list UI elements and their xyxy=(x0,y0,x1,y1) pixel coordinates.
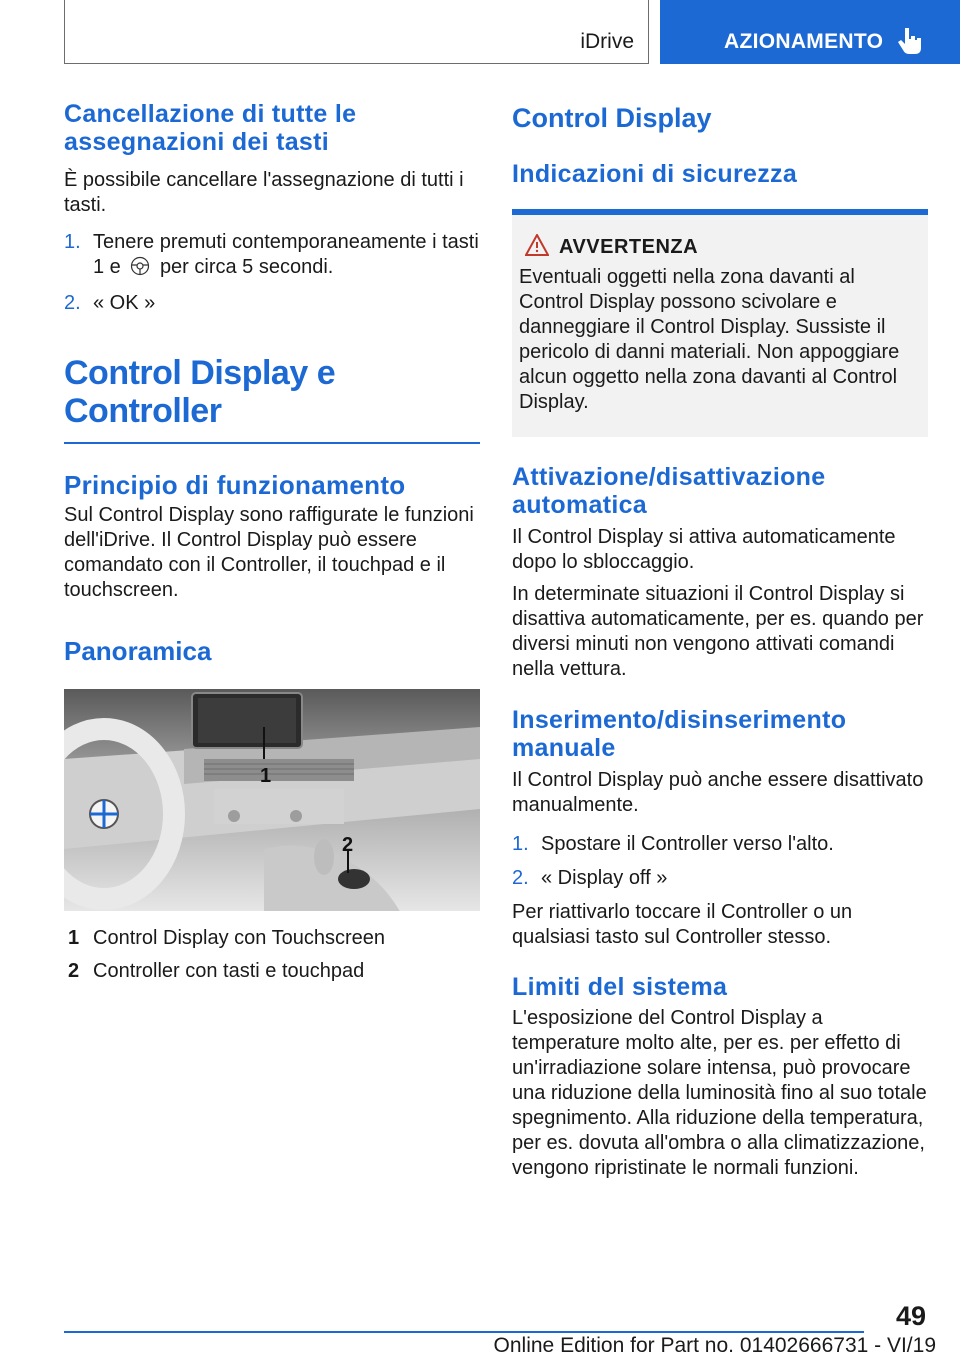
principle-text: Sul Control Display sono raffigurate le … xyxy=(64,504,474,601)
auto-paragraph-1: Il Control Display si attiva automaticam… xyxy=(512,526,896,573)
page-number: 49 xyxy=(895,1301,926,1331)
photo-label-1: 1 xyxy=(260,765,271,787)
photo-label-2: 2 xyxy=(342,834,353,856)
steering-wheel-icon xyxy=(131,256,150,276)
safety-title: Indicazioni di sicurezza xyxy=(512,160,798,188)
manual-step-1: 1. Spostare il Controller verso l'alto. xyxy=(512,832,928,857)
cockpit-photo: 1 2 xyxy=(64,689,480,911)
footer-edition: Online Edition for Part no. 01402666731 … xyxy=(493,1334,936,1357)
photo-legend: 1 Control Display con Touchscreen 2 Cont… xyxy=(64,922,480,988)
auto-title: Attivazione/disattivazione automatica xyxy=(512,463,826,519)
step-number: 2. xyxy=(64,292,81,314)
left-column: Cancellazione di tutte le assegnazioni d… xyxy=(64,100,480,988)
manual-outro: Per riattivarlo toccare il Controller o … xyxy=(512,901,853,948)
step-text: Spostare il Controller verso l'alto. xyxy=(541,833,834,855)
step-text: « Display off » xyxy=(541,867,668,889)
manual-steps-list: 1. Spostare il Controller verso l'alto. … xyxy=(512,832,928,891)
limits-title: Limiti del sistema xyxy=(512,973,728,1001)
legend-item: 1 Control Display con Touchscreen xyxy=(64,922,480,955)
right-column: Control Display Indicazioni di sicurezza… xyxy=(512,100,928,1181)
warning-title-text: AVVERTENZA xyxy=(559,236,699,258)
delete-step-2: 2. « OK » xyxy=(64,291,480,316)
manual-step-2: 2. « Display off » xyxy=(512,866,928,891)
delete-assignments-intro: È possibile cancellare l'assegnazione di… xyxy=(64,169,464,216)
manual-intro: Il Control Display può anche essere disa… xyxy=(512,769,924,816)
step-number: 1. xyxy=(512,833,529,855)
legend-number: 2 xyxy=(68,960,80,982)
chapter-rule xyxy=(64,442,480,444)
limits-text: L'esposizione del Control Display a temp… xyxy=(512,1007,927,1179)
legend-text: Controller con tasti e touchpad xyxy=(93,960,365,982)
warning-triangle-icon xyxy=(525,234,549,256)
legend-number: 1 xyxy=(68,927,80,949)
step-number: 2. xyxy=(512,867,529,889)
delete-step-1: 1. Tenere premuti contemporaneamente i t… xyxy=(64,230,480,280)
step-text: « OK » xyxy=(93,292,156,314)
pointing-hand-icon xyxy=(898,28,921,54)
chapter-title: Control Display e Controller xyxy=(64,354,336,430)
auto-paragraph-2: In determinate situazioni il Control Dis… xyxy=(512,583,924,680)
step-number: 1. xyxy=(64,231,81,253)
step-text-part-b: per circa 5 secondi. xyxy=(159,256,334,278)
legend-text: Control Display con Touchscreen xyxy=(93,927,386,949)
overview-title: Panoramica xyxy=(64,636,212,666)
principle-title: Principio di funzionamento xyxy=(64,470,406,500)
delete-steps-list: 1. Tenere premuti contemporaneamente i t… xyxy=(64,230,480,316)
header-section-label: iDrive xyxy=(580,30,634,53)
header-chapter-label: AZIONAMENTO xyxy=(724,30,884,53)
warning-text: Eventuali oggetti nella zona davanti al … xyxy=(519,266,900,413)
header-chapter-tab: AZIONAMENTO xyxy=(660,0,960,64)
control-display-title: Control Display xyxy=(512,103,712,133)
legend-item: 2 Controller con tasti e touchpad xyxy=(64,955,480,988)
footer-rule xyxy=(64,1331,864,1333)
header-section-box: iDrive xyxy=(64,0,649,64)
warning-title: AVVERTENZA xyxy=(519,234,920,259)
warning-box: AVVERTENZA Eventuali oggetti nella zona … xyxy=(512,209,928,437)
delete-assignments-title: Cancellazione di tutte le assegnazioni d… xyxy=(64,100,357,156)
manual-title: Inserimento/disinserimento manuale xyxy=(512,706,847,762)
step-text-part-a: Tenere premuti contemporaneamente i tast… xyxy=(93,231,479,278)
